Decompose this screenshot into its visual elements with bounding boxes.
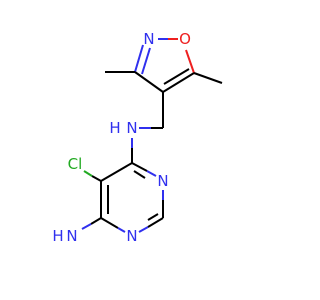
bond-n-c3 [134,44,144,73]
chlorine-label: Cl [68,155,83,173]
bond-c4-c5 [162,72,195,93]
molecule-structure: N O H N Cl N N H N [52,30,223,245]
bond-c5p-cl-cl [83,170,93,177]
bond-c4p-c5p [100,162,133,182]
bond-c6p-n1 [100,217,119,229]
bond-c4-c5-double [163,68,190,85]
bond-c6p-n1-n [117,227,126,233]
amine-nitrogen-label: N [66,227,77,245]
bond-n1-c2-c [147,217,164,228]
isoxazole-oxygen-label: O [179,30,191,48]
bond-c5p-cl [91,175,102,182]
bond-n1-c2 [138,226,149,233]
bond-n3-c4p-double [133,170,146,179]
pyrimidine-n1-label: N [126,227,137,245]
amine-hydrogen-label: H [52,227,63,245]
bond-c6p-nh2 [90,217,102,225]
bond-n1-c2-double [147,213,159,221]
bonds [81,38,223,233]
bond-c3-c4 [134,71,164,93]
isoxazole-nitrogen-label: N [143,30,154,48]
bond-n-c3-double [141,47,151,75]
bond-n3-c4p-c [131,162,148,172]
linker-nh-hydrogen-label: H [109,119,120,137]
bond-c6p-nh2-n [81,223,92,230]
linker-nh-nitrogen-label: N [126,119,137,137]
bond-n3-c4p [146,170,157,177]
bond-c5-methyl [193,72,223,84]
pyrimidine-n3-label: N [157,172,168,190]
bond-o-c5 [185,49,195,74]
atom-labels: N O H N Cl N N H N [52,30,191,245]
